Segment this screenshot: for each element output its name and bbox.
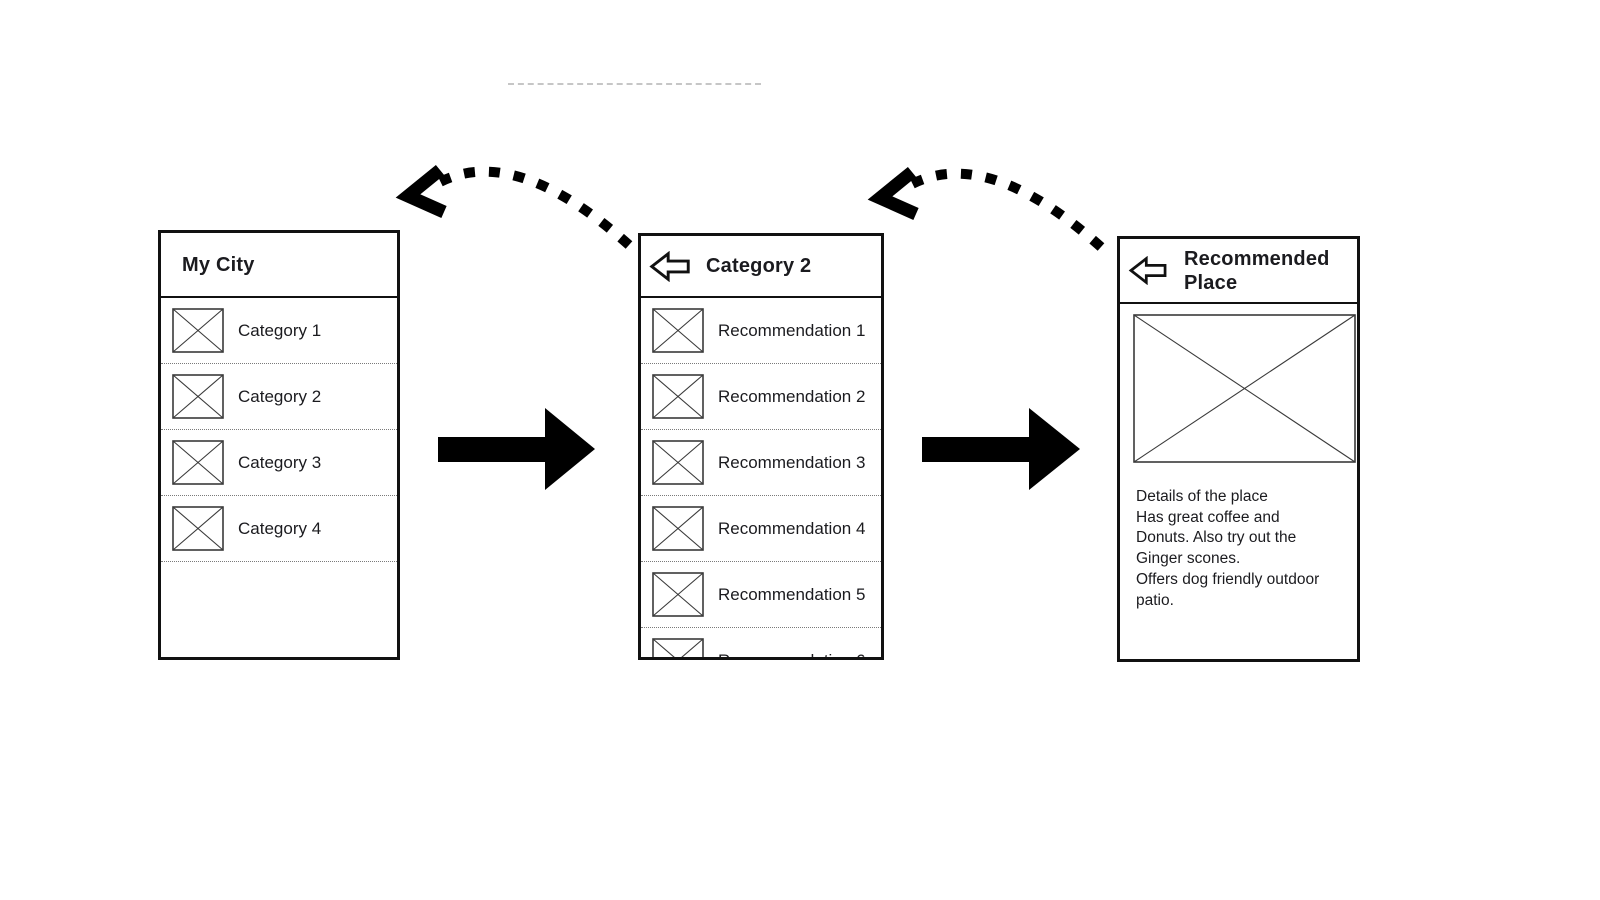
back-arc-arrowhead-icon [867, 166, 919, 220]
forward-arrow-icon [922, 408, 1080, 490]
image-placeholder-icon [652, 638, 704, 657]
list-item-recommendation-5[interactable]: Recommendation 5 [641, 562, 881, 628]
screen-category-2: Category 2 Recommendation 1 Recommendati… [638, 233, 884, 660]
place-details-text: Details of the place Has great coffee an… [1136, 488, 1320, 609]
image-placeholder-icon [172, 440, 224, 485]
list-item-label: Category 4 [238, 518, 322, 538]
top-dashed-divider [508, 83, 761, 85]
list-item-category-1[interactable]: Category 1 [161, 298, 397, 364]
hero-image-placeholder-icon [1133, 314, 1356, 463]
list-item-label: Recommendation 1 [718, 320, 866, 340]
page-title: Recommended Place [1184, 247, 1330, 294]
image-placeholder-icon [172, 308, 224, 353]
list-item-category-2[interactable]: Category 2 [161, 364, 397, 430]
list-item-label: Category 2 [238, 386, 322, 406]
dotted-back-arc-icon [909, 168, 1105, 251]
list-item-category-4[interactable]: Category 4 [161, 496, 397, 562]
screen-category-2-header: Category 2 [641, 236, 881, 298]
back-arc-arrowhead-icon [395, 164, 447, 218]
list-item-recommendation-4[interactable]: Recommendation 4 [641, 496, 881, 562]
image-placeholder-icon [652, 572, 704, 617]
list-item-recommendation-6[interactable]: Recommendation 6 [641, 628, 881, 660]
list-item-category-3[interactable]: Category 3 [161, 430, 397, 496]
list-item-recommendation-1[interactable]: Recommendation 1 [641, 298, 881, 364]
list-item-label: Recommendation 4 [718, 518, 866, 538]
recommendation-list: Recommendation 1 Recommendation 2 Recomm… [641, 298, 881, 660]
list-item-label: Recommendation 6 [718, 650, 866, 660]
image-placeholder-icon [652, 374, 704, 419]
list-item-recommendation-2[interactable]: Recommendation 2 [641, 364, 881, 430]
image-placeholder-icon [652, 506, 704, 551]
back-arrow-icon[interactable] [1128, 256, 1168, 285]
image-placeholder-icon [172, 374, 224, 419]
list-item-label: Recommendation 3 [718, 452, 866, 472]
place-detail-body: Details of the place Has great coffee an… [1120, 314, 1357, 611]
image-placeholder-icon [652, 440, 704, 485]
image-placeholder-icon [172, 506, 224, 551]
list-item-label: Category 1 [238, 320, 322, 340]
image-placeholder-icon [652, 308, 704, 353]
screen-recommended-place-header: Recommended Place [1120, 239, 1357, 304]
list-item-recommendation-3[interactable]: Recommendation 3 [641, 430, 881, 496]
back-arrow-icon[interactable] [649, 250, 691, 282]
list-item-label: Recommendation 5 [718, 584, 866, 604]
screen-my-city-header: My City [161, 233, 397, 298]
list-item-label: Category 3 [238, 452, 322, 472]
list-item-label: Recommendation 2 [718, 386, 866, 406]
category-list: Category 1 Category 2 Category 3 Categor… [161, 298, 397, 562]
dotted-back-arc-icon [437, 166, 633, 249]
screen-my-city: My City Category 1 Category 2 Category 3 [158, 230, 400, 660]
screen-recommended-place: Recommended Place Details of the place H… [1117, 236, 1360, 662]
page-title: My City [182, 253, 255, 276]
page-title: Category 2 [706, 255, 812, 277]
forward-arrow-icon [438, 408, 595, 490]
